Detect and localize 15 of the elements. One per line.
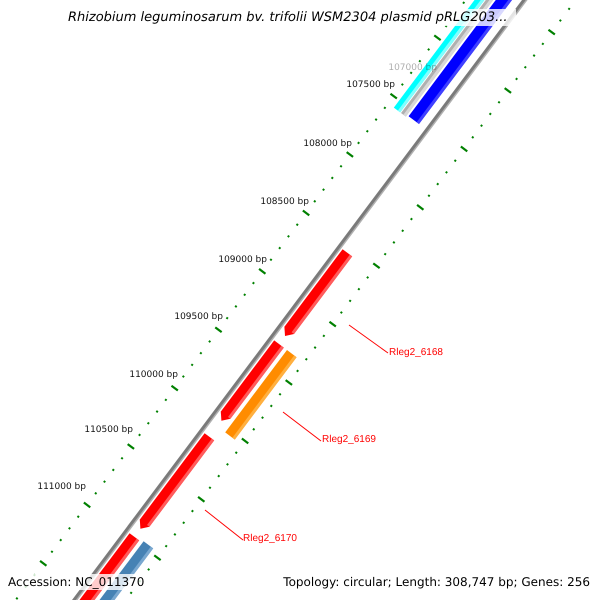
position-label: 109000 bp xyxy=(218,256,267,265)
position-label: 107000 bp xyxy=(388,64,437,73)
position-label: 110000 bp xyxy=(129,371,178,380)
gene-label: Rleg2_6169 xyxy=(322,435,376,445)
gene-label: Rleg2_6170 xyxy=(243,534,297,544)
leader-line xyxy=(204,510,244,540)
position-label: 108000 bp xyxy=(303,140,352,149)
position-label: 108500 bp xyxy=(260,198,309,207)
gene-label: Rleg2_6168 xyxy=(389,348,443,358)
leader-line xyxy=(282,412,322,442)
leader-line xyxy=(348,324,388,354)
position-label: 111000 bp xyxy=(37,483,86,492)
position-label: 110500 bp xyxy=(84,426,133,435)
position-label: 109500 bp xyxy=(174,313,223,322)
position-label: 107500 bp xyxy=(346,81,395,90)
